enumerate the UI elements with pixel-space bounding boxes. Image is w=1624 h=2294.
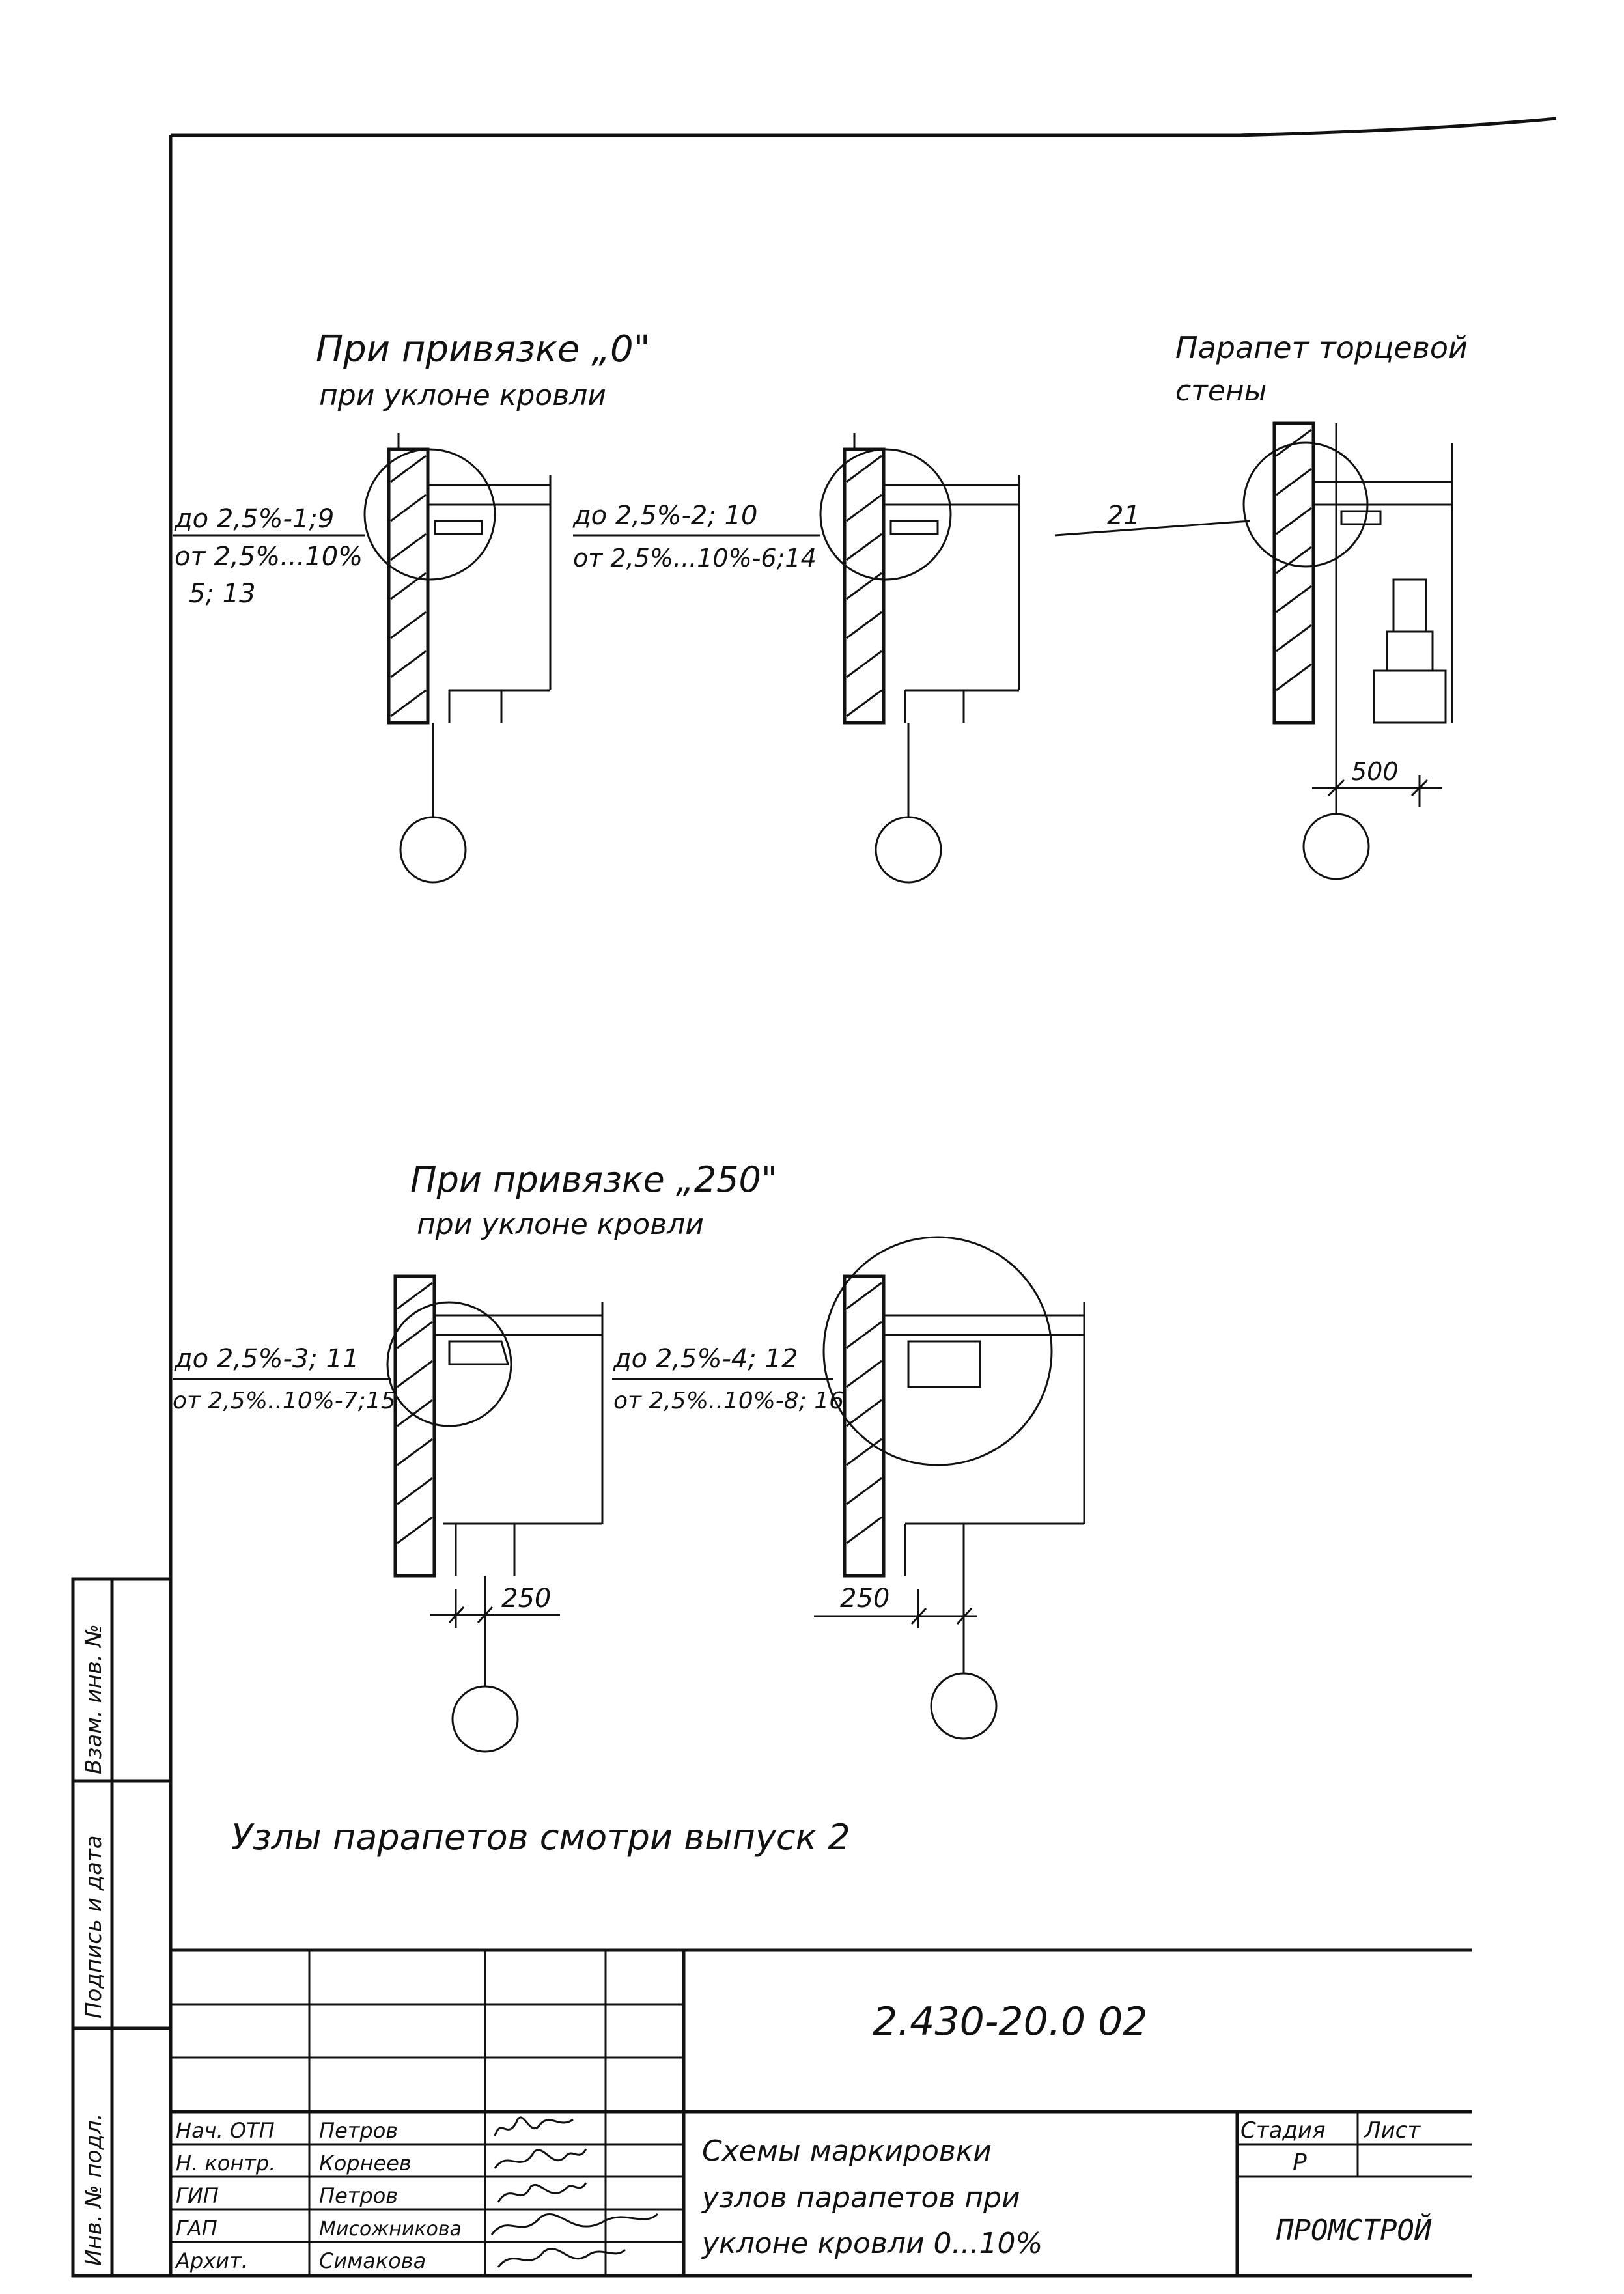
staff-name-1: Петров [319, 2118, 398, 2143]
node-c-label-1: до 2,5%-3; 11 [174, 1344, 359, 1374]
signature-3 [497, 2182, 587, 2203]
node-b-label-2: от 2,5%...10%-6;14 [573, 544, 817, 572]
general-note: Узлы парапетов смотри выпуск 2 [231, 1817, 850, 1858]
node-d-dimension: 250 [840, 1584, 889, 1614]
section-zero-title: При привязке „0" [316, 328, 650, 371]
node-c-dimension: 250 [501, 1584, 551, 1614]
parapet-node-d [814, 1236, 1085, 1740]
end-wall-title: Парапет торцевой [1175, 330, 1468, 365]
section-250-title: При привязке „250" [410, 1159, 777, 1200]
signatures [490, 2116, 659, 2268]
drawing-title-line-2: узлов парапетов при [701, 2181, 1020, 2215]
signature-4 [490, 2213, 659, 2235]
signature-1 [494, 2116, 574, 2136]
staff-name-3: Петров [319, 2183, 398, 2208]
sheet-label: Лист [1363, 2118, 1421, 2144]
organization-name: ПРОМСТРОЙ [1276, 2213, 1432, 2247]
section-250-subtitle: при уклоне кровли [417, 1208, 704, 1241]
side-stamp-field-3: Инв. № подл. [81, 2113, 107, 2266]
signature-2 [494, 2148, 587, 2169]
node-a-label-2: от 2,5%...10% [175, 542, 363, 572]
end-wall-title-2: стены [1175, 374, 1267, 408]
node-c-label-2: от 2,5%..10%-7;15 [173, 1388, 396, 1414]
drawing-title-line-3: уклоне кровли 0...10% [701, 2227, 1043, 2260]
drawing-title-line-1: Схемы маркировки [702, 2134, 992, 2168]
parapet-node-b [819, 433, 1020, 884]
node-d-label-1: до 2,5%-4; 12 [613, 1344, 798, 1374]
title-block-grid [171, 1948, 1472, 2276]
node-b-label-1: до 2,5%-2; 10 [572, 501, 757, 531]
drawing-code: 2.430-20.0 02 [873, 1999, 1147, 2045]
staff-role-3: ГИП [176, 2183, 219, 2208]
staff-name-5: Симакова [319, 2248, 426, 2273]
staff-name-2: Корнеев [319, 2151, 412, 2175]
node-a-label-3: 5; 13 [189, 579, 256, 609]
parapet-node-c [386, 1274, 604, 1753]
signature-5 [497, 2248, 626, 2268]
end-wall-dimension: 500 [1351, 757, 1399, 786]
stage-label: Стадия [1240, 2118, 1325, 2144]
section-zero-subtitle: при уклоне кровли [319, 379, 606, 412]
node-d-label-2: от 2,5%..10%-8; 16 [613, 1388, 844, 1414]
side-stamp-field-1: Взам. инв. № [81, 1624, 107, 1774]
staff-name-4: Мисожникова [319, 2218, 462, 2241]
stage-value: Р [1293, 2149, 1307, 2176]
sheet-frame [169, 117, 1557, 2278]
end-wall-leader [1054, 520, 1251, 537]
parapet-node-end-wall [1242, 421, 1453, 880]
node-a-label-1: до 2,5%-1;9 [174, 504, 334, 534]
staff-role-4: ГАП [176, 2216, 217, 2241]
end-wall-label: 21 [1107, 501, 1140, 531]
staff-role-2: Н. контр. [176, 2151, 275, 2175]
side-stamp [71, 1577, 173, 2278]
side-stamp-field-2: Подпись и дата [81, 1835, 107, 2019]
staff-role-1: Нач. ОТП [176, 2118, 275, 2143]
parapet-node-a [363, 433, 552, 884]
staff-role-5: Архит. [175, 2248, 248, 2273]
